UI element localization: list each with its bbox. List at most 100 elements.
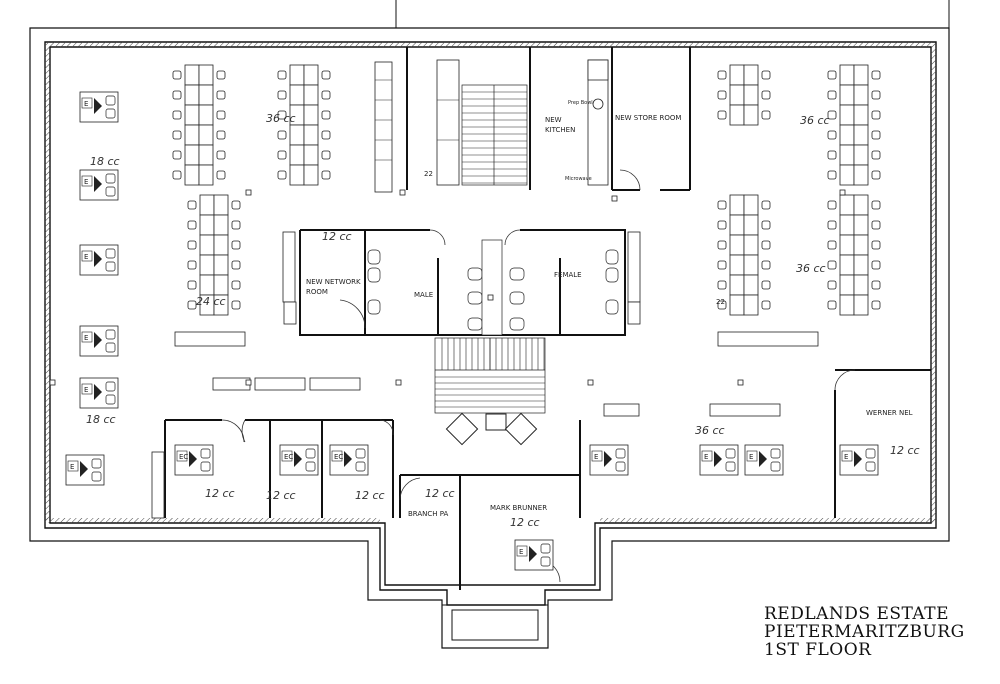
- filing-cabinets: [151, 59, 641, 519]
- chair: [172, 90, 182, 100]
- annotation-18cc-a: 18 cc: [90, 155, 120, 168]
- desk-label: E: [84, 178, 88, 186]
- page-frame: [395, 0, 950, 28]
- chair: [827, 300, 837, 310]
- network-room-label-2: ROOM: [306, 288, 328, 296]
- annotation-24cc: 24 cc: [196, 295, 226, 308]
- desk: [729, 254, 745, 276]
- chair: [761, 260, 771, 270]
- chair: [321, 90, 331, 100]
- desk: [839, 124, 855, 146]
- office-desk: E: [744, 444, 784, 476]
- staircase-upper: [461, 84, 528, 186]
- capacity-annotations: 36 cc 36 cc 36 cc 36 cc 18 cc 18 cc 24 c…: [86, 112, 920, 529]
- desk-label: E: [749, 453, 753, 461]
- network-room-label-1: NEW NETWORK: [306, 278, 361, 286]
- male-label: MALE: [414, 291, 433, 299]
- chair: [871, 130, 881, 140]
- chair: [187, 240, 197, 250]
- desk-label: EC: [334, 453, 343, 461]
- chair: [277, 70, 287, 80]
- chair: [216, 90, 226, 100]
- prep-bowl-label: Prep Bowl: [568, 100, 593, 106]
- annotation-12cc-a: 12 cc: [205, 487, 235, 500]
- desk: [198, 124, 214, 146]
- office-desk: E: [79, 325, 119, 357]
- desk: [853, 64, 869, 86]
- desk: [213, 294, 229, 316]
- desk: [853, 164, 869, 186]
- chair: [277, 90, 287, 100]
- desk: [839, 234, 855, 256]
- cabinet-dividers: [375, 79, 459, 161]
- chair: [871, 110, 881, 120]
- chair: [827, 280, 837, 290]
- chair: [172, 170, 182, 180]
- room-labels: NEW KITCHEN NEW STORE ROOM Prep Bowl Mic…: [306, 100, 913, 518]
- office-desk: E: [514, 539, 554, 571]
- desk: [213, 254, 229, 276]
- workstation-cluster: [827, 194, 881, 316]
- chair: [827, 200, 837, 210]
- desk-label: EC: [179, 453, 188, 461]
- desk: [839, 254, 855, 276]
- chair: [717, 240, 727, 250]
- desk: [743, 84, 759, 106]
- chair: [321, 70, 331, 80]
- desk: [729, 194, 745, 216]
- chair: [187, 280, 197, 290]
- chair: [827, 170, 837, 180]
- desk: [729, 104, 745, 126]
- annotation-12cc-mark: 12 cc: [510, 516, 540, 529]
- annotation-12cc-c: 12 cc: [355, 489, 385, 502]
- chair: [187, 200, 197, 210]
- chair: [231, 240, 241, 250]
- workstation-cluster: [717, 194, 771, 316]
- desk: [213, 194, 229, 216]
- chair: [172, 70, 182, 80]
- desk: [839, 194, 855, 216]
- chair: [827, 110, 837, 120]
- title-line-1: REDLANDS ESTATE: [764, 604, 949, 624]
- desk-label: E: [844, 453, 848, 461]
- desk: [303, 124, 319, 146]
- desk: [839, 84, 855, 106]
- chair: [216, 70, 226, 80]
- entrance-balcony: [441, 604, 549, 649]
- desk: [853, 234, 869, 256]
- desk: [199, 194, 215, 216]
- chair: [231, 200, 241, 210]
- desk: [184, 144, 200, 166]
- chair: [172, 150, 182, 160]
- lounge-chairs: [445, 412, 538, 446]
- door-swings: [221, 169, 856, 583]
- chair: [761, 280, 771, 290]
- chair: [871, 150, 881, 160]
- desk: [199, 254, 215, 276]
- desk: [743, 214, 759, 236]
- chair: [717, 200, 727, 210]
- chair: [871, 90, 881, 100]
- desk: [303, 144, 319, 166]
- annotation-36cc-c: 36 cc: [796, 262, 826, 275]
- desk: [853, 294, 869, 316]
- desk: [853, 144, 869, 166]
- desk: [853, 84, 869, 106]
- desk: [839, 64, 855, 86]
- chair: [321, 130, 331, 140]
- office-desk: EC: [174, 444, 214, 476]
- chair: [216, 130, 226, 140]
- chair: [717, 260, 727, 270]
- columns: [49, 189, 846, 386]
- chair: [827, 240, 837, 250]
- desk: [729, 234, 745, 256]
- desk: [839, 104, 855, 126]
- desk: [853, 194, 869, 216]
- office-desk: E: [79, 377, 119, 409]
- desk-label: E: [519, 548, 523, 556]
- desk-label: E: [704, 453, 708, 461]
- chair: [761, 240, 771, 250]
- workstation-cluster: [172, 64, 226, 186]
- chair: [717, 300, 727, 310]
